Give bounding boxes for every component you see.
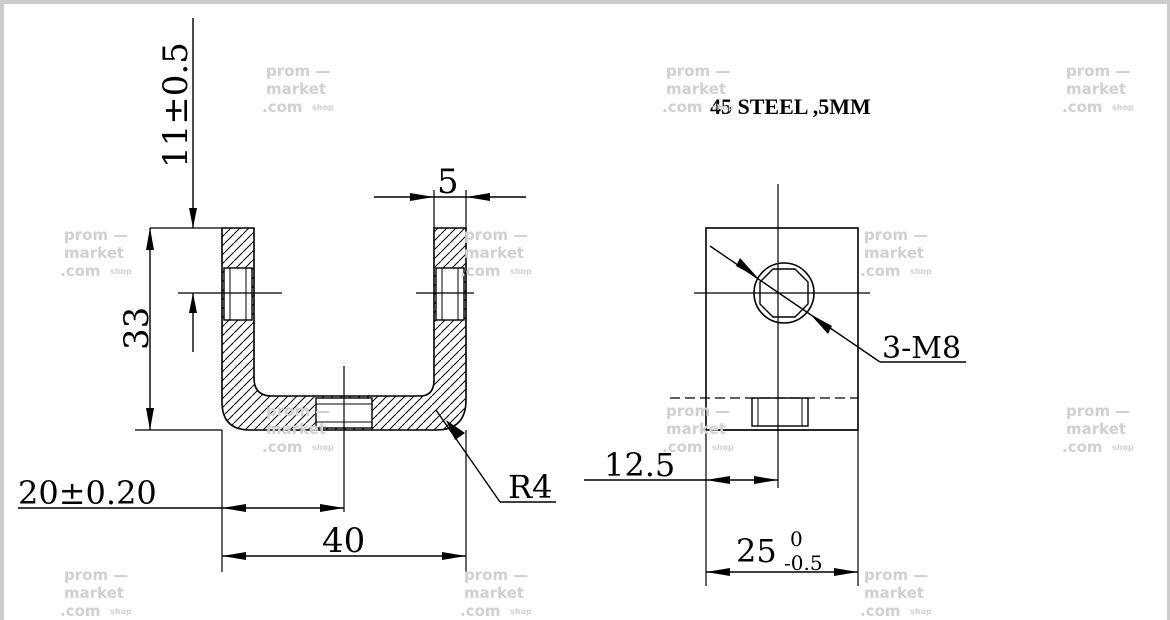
- watermark-text: market: [666, 420, 726, 438]
- dim-label-hole-spec: 3-M8: [882, 331, 961, 366]
- watermark-stamp: prom —market.com shop: [662, 402, 734, 456]
- watermark-stamp: prom —market.com shop: [262, 402, 334, 456]
- watermark-stamp: prom —market.com shop: [460, 566, 532, 620]
- watermark-stamp: prom —market.com shop: [460, 226, 532, 280]
- watermark-text: market: [666, 80, 726, 98]
- dim-label-height: 33: [117, 307, 157, 350]
- watermark-text: .com: [1062, 438, 1103, 456]
- watermark-text: prom —: [464, 566, 528, 584]
- side-base-hole: [751, 397, 809, 427]
- material-note: 45 STEEL ,5MM: [710, 94, 871, 119]
- watermark-stamp: prom —market.com shop: [1062, 62, 1134, 116]
- dim-label-depth-upper-tol: 0: [790, 527, 803, 551]
- dim-thickness: 5: [374, 162, 526, 228]
- watermark-text: .com: [460, 602, 501, 620]
- watermark-text: .com: [662, 438, 703, 456]
- watermark-text: market: [864, 244, 924, 262]
- dim-side-offset: 12.5: [584, 430, 778, 586]
- watermark-suffix: shop: [510, 607, 532, 616]
- watermark-text: .com: [60, 602, 101, 620]
- dim-height-tolerance: 11±0.5: [150, 18, 222, 352]
- watermark-text: .com: [460, 262, 501, 280]
- dim-label-width: 40: [322, 521, 365, 561]
- watermark-text: .com: [262, 98, 303, 116]
- watermark-text: prom —: [64, 226, 128, 244]
- watermark-text: prom —: [864, 226, 928, 244]
- watermark-stamp: prom —market.com shop: [1062, 402, 1134, 456]
- dim-radius: R4: [435, 409, 556, 506]
- watermark-suffix: shop: [712, 443, 734, 452]
- watermark-suffix: shop: [712, 103, 734, 112]
- dim-label-radius: R4: [508, 468, 552, 506]
- watermark-text: .com: [662, 98, 703, 116]
- dim-width: 40: [221, 430, 467, 572]
- watermark-suffix: shop: [1112, 103, 1134, 112]
- watermark-suffix: shop: [312, 443, 334, 452]
- dim-label-thickness: 5: [437, 162, 459, 202]
- watermark-text: market: [266, 80, 326, 98]
- watermark-suffix: shop: [312, 103, 334, 112]
- watermark-text: prom —: [666, 62, 730, 80]
- watermark-suffix: shop: [110, 607, 132, 616]
- watermark-text: market: [266, 420, 326, 438]
- side-view: [670, 184, 870, 488]
- watermark-text: market: [464, 244, 524, 262]
- watermark-suffix: shop: [910, 607, 932, 616]
- watermark-text: .com: [860, 262, 901, 280]
- dim-depth: 25 0 -0.5: [706, 430, 859, 586]
- watermark-text: market: [864, 584, 924, 602]
- watermark-stamp: prom —market.com shop: [60, 566, 132, 620]
- watermark-text: prom —: [864, 566, 928, 584]
- watermark-text: market: [64, 244, 124, 262]
- watermark-text: prom —: [266, 402, 330, 420]
- watermark-text: prom —: [666, 402, 730, 420]
- watermark-text: prom —: [266, 62, 330, 80]
- watermark-suffix: shop: [110, 267, 132, 276]
- watermark-stamp: prom —market.com shop: [860, 226, 932, 280]
- dim-label-hole-offset: 20±0.20: [18, 474, 157, 512]
- dim-label-height-tol: 11±0.5: [156, 42, 196, 168]
- watermark-text: market: [1066, 420, 1126, 438]
- dim-label-depth-lower-tol: -0.5: [784, 551, 823, 575]
- m8-hole-octagon: [759, 268, 809, 318]
- watermark-text: .com: [60, 262, 101, 280]
- watermark-suffix: shop: [910, 267, 932, 276]
- dim-hole-offset: 20±0.20: [18, 474, 344, 512]
- watermark-text: .com: [1062, 98, 1103, 116]
- watermark-text: prom —: [1066, 402, 1130, 420]
- watermark-suffix: shop: [510, 267, 532, 276]
- dim-label-side-offset: 12.5: [604, 446, 675, 484]
- front-view-section: [178, 227, 474, 512]
- right-wall-hole: [435, 267, 465, 321]
- watermark-stamp: prom —market.com shop: [262, 62, 334, 116]
- watermark-stamp: prom —market.com shop: [662, 62, 734, 116]
- dim-height: 33: [117, 228, 222, 431]
- watermark-text: .com: [860, 602, 901, 620]
- watermark-suffix: shop: [1112, 443, 1134, 452]
- watermark-text: market: [464, 584, 524, 602]
- dim-label-depth: 25: [736, 532, 777, 570]
- watermark-text: prom —: [64, 566, 128, 584]
- watermark-stamp: prom —market.com shop: [860, 566, 932, 620]
- left-wall-hole: [223, 267, 253, 321]
- watermark-text: .com: [262, 438, 303, 456]
- dim-hole-spec: 3-M8: [709, 245, 966, 366]
- watermark-text: market: [1066, 80, 1126, 98]
- watermark-text: prom —: [464, 226, 528, 244]
- watermark-text: market: [64, 584, 124, 602]
- watermark-text: prom —: [1066, 62, 1130, 80]
- watermark-stamp: prom —market.com shop: [60, 226, 132, 280]
- m8-hole-circle: [753, 262, 815, 324]
